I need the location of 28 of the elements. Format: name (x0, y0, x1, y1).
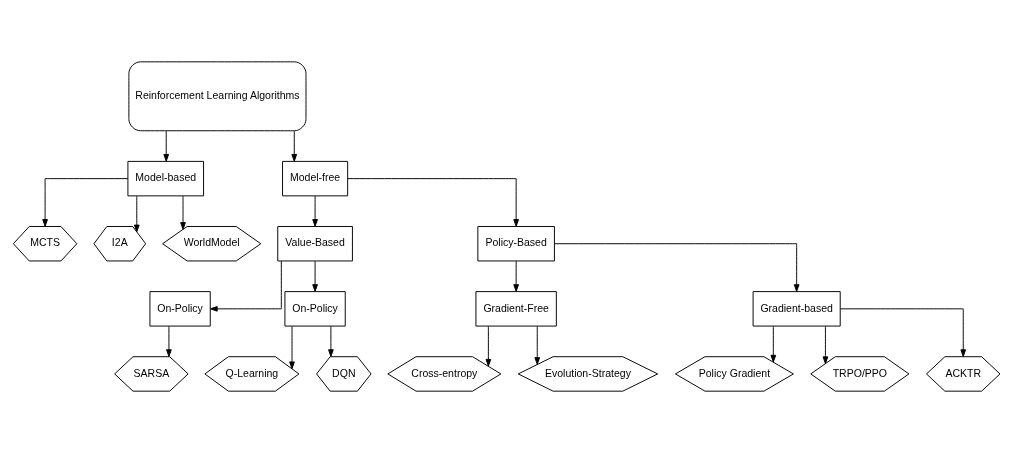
arrow (180, 195, 186, 230)
node-box: Reinforcement Learning Algorithms (128, 60, 307, 131)
node-box: Value-Based (277, 225, 353, 261)
arrow (163, 130, 170, 162)
arrow (312, 195, 318, 227)
node-box: Gradient-Free (475, 290, 557, 327)
node-box: Model-free (282, 160, 349, 196)
node-box: Policy-Based (477, 225, 555, 261)
arrow (554, 242, 800, 292)
arrow (485, 325, 492, 367)
arrow (166, 325, 172, 357)
node-box: On-Policy (284, 290, 346, 327)
node-box: Model-based (127, 160, 205, 196)
arrow (328, 325, 334, 357)
arrow (210, 260, 282, 312)
arrow (839, 307, 967, 357)
arrow (534, 325, 541, 365)
arrow (347, 177, 519, 227)
arrow (42, 177, 129, 227)
node-box: On-Policy (149, 290, 211, 327)
arrow (289, 325, 295, 369)
arrow (770, 325, 777, 362)
node-box: Gradient-based (752, 290, 841, 327)
arrow (133, 195, 140, 232)
arrow (312, 260, 318, 292)
arrow (291, 130, 298, 162)
arrow (513, 260, 519, 292)
arrow (822, 325, 829, 364)
